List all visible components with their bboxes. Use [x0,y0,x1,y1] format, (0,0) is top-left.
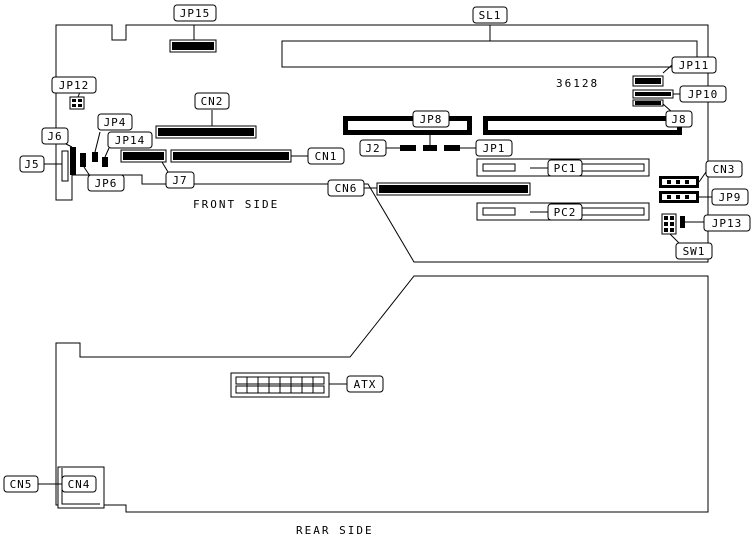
label-jp11: JP11 [671,56,717,74]
svg-text:CN6: CN6 [335,182,358,195]
svg-text:JP10: JP10 [688,88,719,101]
svg-text:JP8: JP8 [420,113,443,126]
label-cn5: CN5 [3,475,39,493]
jp10-header [632,89,674,99]
svg-text:J8: J8 [671,113,686,126]
label-jp4: JP4 [97,113,133,131]
label-cn2: CN2 [194,92,230,110]
j8-header [632,99,664,107]
front-board-outline [55,24,709,263]
svg-text:JP11: JP11 [679,59,710,72]
cn3-connector [659,176,699,188]
cn2-connector [155,125,257,139]
cn1-connector [170,149,292,163]
svg-text:CN2: CN2 [201,95,224,108]
j2-jumper [400,145,416,151]
label-pc2: PC2 [547,203,583,221]
label-atx: ATX [346,375,384,393]
svg-text:JP14: JP14 [115,134,146,147]
label-jp6: JP6 [87,174,125,192]
jp1-jumper [444,145,460,151]
label-j7: J7 [165,171,195,189]
jp4-jumper [92,152,98,162]
label-jp15: JP15 [173,4,217,22]
label-sl1: SL1 [472,6,508,24]
atx-connector [230,372,330,398]
svg-text:JP13: JP13 [712,217,743,230]
svg-text:JP6: JP6 [95,177,118,190]
svg-text:CN3: CN3 [713,163,736,176]
svg-text:JP4: JP4 [104,116,127,129]
left-black-bar [343,116,472,135]
jp11-header [632,75,664,87]
front-side-caption: FRONT SIDE [193,198,279,211]
label-cn6: CN6 [327,179,365,197]
label-cn3: CN3 [705,160,743,178]
jp6-header [80,153,86,167]
label-j5: J5 [19,155,45,173]
svg-text:JP15: JP15 [180,7,211,20]
svg-text:JP12: JP12 [59,79,90,92]
svg-text:JP9: JP9 [719,191,742,204]
right-black-bar [483,116,682,135]
model-number: 36128 [556,77,599,90]
svg-text:CN4: CN4 [68,478,91,491]
svg-text:CN1: CN1 [315,150,338,163]
label-sw1: SW1 [675,242,713,260]
label-j8: J8 [665,110,693,128]
jp14-jumper [102,157,108,167]
svg-text:J7: J7 [172,174,187,187]
svg-text:PC2: PC2 [554,206,577,219]
j5-header [61,150,69,182]
jp8-jumper [423,145,437,151]
svg-text:SW1: SW1 [683,245,706,258]
label-jp13: JP13 [703,214,751,232]
label-j2: J2 [359,139,387,157]
sw1-switch [661,213,677,235]
svg-text:JP1: JP1 [483,142,506,155]
label-jp10: JP10 [679,85,727,103]
label-pc1: PC1 [547,159,583,177]
rear-board-outline [55,275,709,513]
label-jp9: JP9 [711,188,749,206]
label-cn4: CN4 [61,475,97,493]
svg-text:ATX: ATX [354,378,377,391]
label-jp14: JP14 [107,131,153,149]
j6-header [70,147,76,175]
jp9-connector [659,191,699,203]
svg-text:PC1: PC1 [554,162,577,175]
svg-text:J6: J6 [47,130,62,143]
rear-side-caption: REAR SIDE [296,524,374,537]
jp13-jumper [680,216,685,228]
svg-text:SL1: SL1 [479,9,502,22]
svg-text:J2: J2 [365,142,380,155]
sl1-slot [281,40,698,68]
label-cn1: CN1 [307,147,345,165]
label-jp12: JP12 [51,76,97,94]
j7-header [120,149,167,163]
cn6-connector [376,182,531,196]
jp15-header [169,39,217,53]
leader-lines [38,25,712,485]
svg-text:J5: J5 [24,158,39,171]
label-j6: J6 [41,127,69,145]
label-jp8: JP8 [412,110,450,128]
jp12-jumper [69,96,85,110]
label-jp1: JP1 [475,139,513,157]
svg-text:CN5: CN5 [10,478,33,491]
